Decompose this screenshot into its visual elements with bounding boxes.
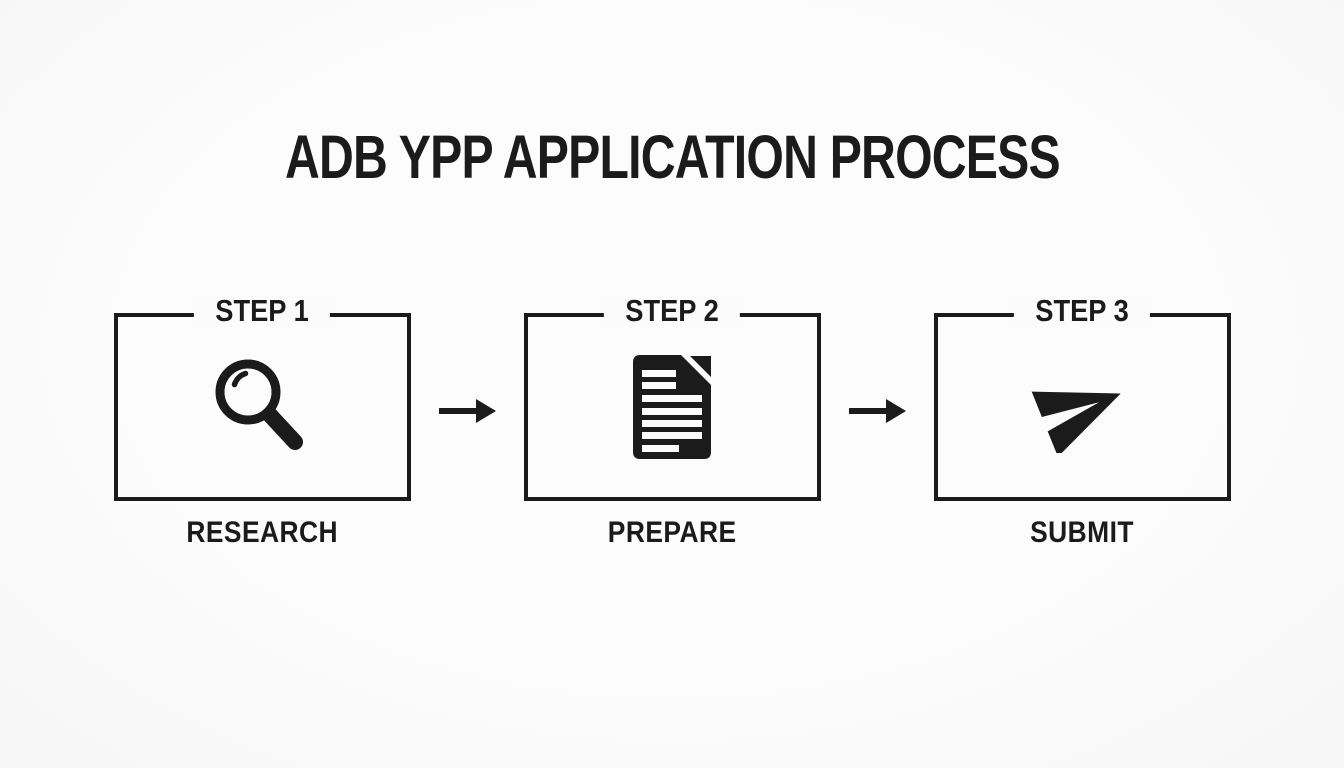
connector-2 xyxy=(821,313,934,501)
step-1-tag: STEP 1 xyxy=(193,293,331,328)
step-3-caption: SUBMIT xyxy=(934,518,1231,548)
step-2-box: STEP 2 xyxy=(523,295,821,501)
page-title-text: ADB YPP APPLICATION PROCESS xyxy=(284,123,1061,191)
page-title: ADB YPP APPLICATION PROCESS xyxy=(0,127,1344,188)
paper-plane-icon xyxy=(1031,391,1121,453)
step-1-label: STEP 1 xyxy=(215,293,309,328)
step-1-caption-text: RESEARCH xyxy=(186,516,338,549)
arrow-right-icon xyxy=(439,399,496,423)
step-2: STEP 2 PREPARE xyxy=(523,295,821,548)
step-3: STEP 3 SUBMIT xyxy=(933,295,1231,548)
step-1-box: STEP 1 xyxy=(113,295,411,501)
step-3-tag: STEP 3 xyxy=(1013,293,1151,328)
connector-1 xyxy=(411,313,524,501)
step-1: STEP 1 RESEARCH xyxy=(113,295,411,548)
step-2-label: STEP 2 xyxy=(625,293,719,328)
step-3-label: STEP 3 xyxy=(1035,293,1129,328)
magnifier-icon xyxy=(215,359,303,450)
step-2-caption-text: PREPARE xyxy=(607,516,737,549)
step-3-caption-text: SUBMIT xyxy=(1030,516,1134,549)
step-3-box: STEP 3 xyxy=(933,295,1231,501)
step-2-tag: STEP 2 xyxy=(603,293,741,328)
step-1-caption: RESEARCH xyxy=(114,518,411,548)
process-steps-row: STEP 1 RESEARCH STEP 2 xyxy=(0,295,1344,548)
document-icon xyxy=(633,355,711,459)
arrow-right-icon xyxy=(849,399,906,423)
step-2-caption: PREPARE xyxy=(524,518,821,548)
